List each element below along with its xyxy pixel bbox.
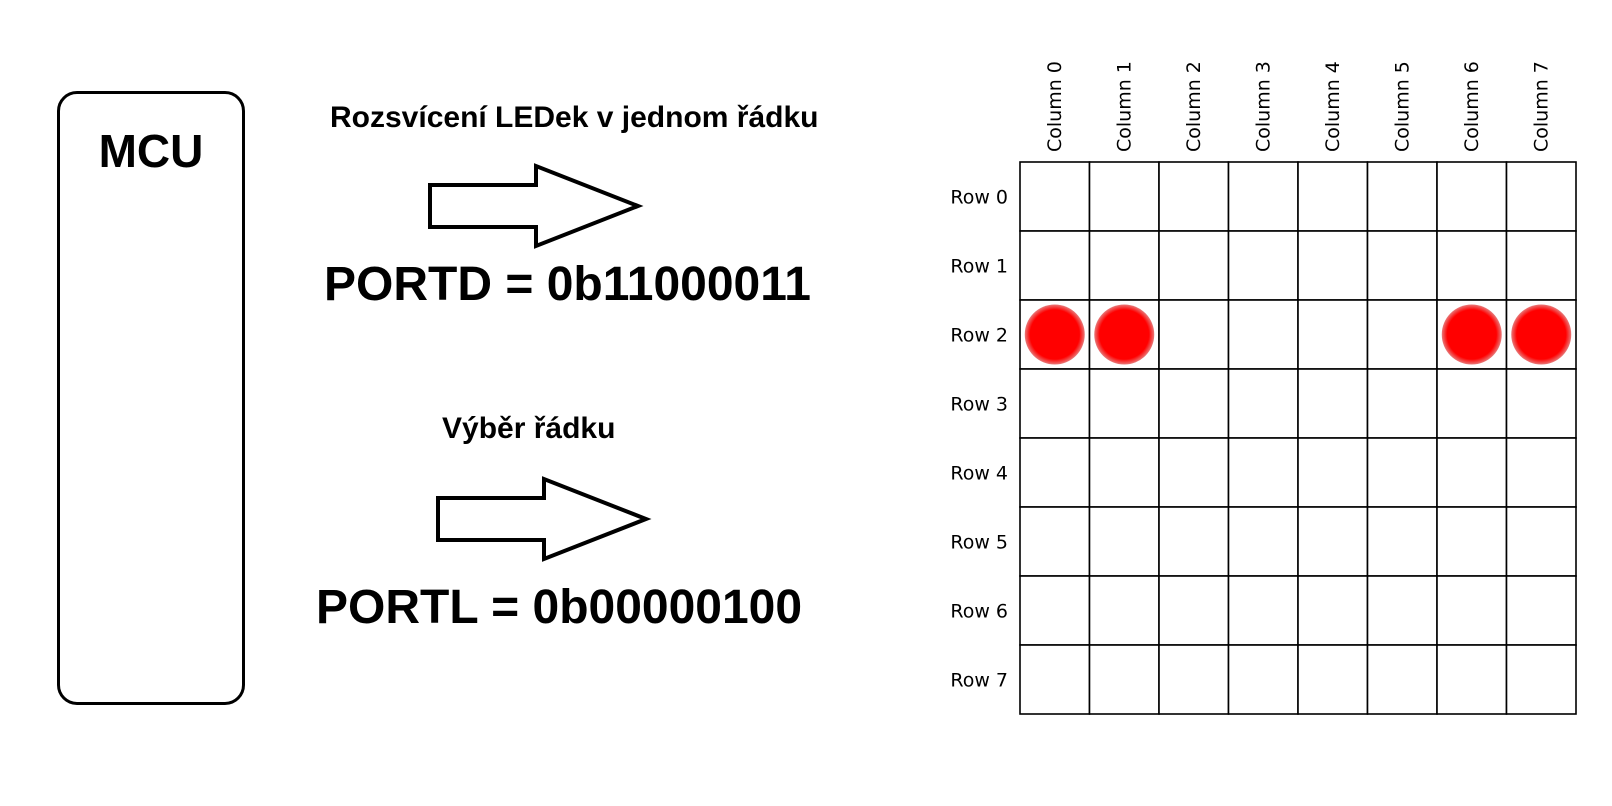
matrix-cell <box>1366 575 1438 646</box>
column-label: Column 5 <box>1391 61 1413 152</box>
portd-value: PORTD = 0b11000011 <box>324 258 811 311</box>
row-label: Row 5 <box>950 532 1008 554</box>
matrix-cell <box>1227 644 1299 715</box>
row-drive-arrow-icon <box>428 163 644 249</box>
matrix-cell <box>1366 506 1438 577</box>
matrix-cell <box>1505 368 1577 439</box>
matrix-cell <box>1436 161 1508 232</box>
matrix-cell <box>1297 506 1369 577</box>
matrix-cell <box>1505 575 1577 646</box>
matrix-cell <box>1366 161 1438 232</box>
matrix-cell <box>1019 230 1091 301</box>
matrix-cell <box>1088 575 1160 646</box>
matrix-cell <box>1019 575 1091 646</box>
matrix-cell <box>1158 437 1230 508</box>
matrix-cell <box>1436 230 1508 301</box>
matrix-cell <box>1227 230 1299 301</box>
column-label: Column 7 <box>1530 61 1552 152</box>
matrix-cell <box>1436 644 1508 715</box>
matrix-cell <box>1158 506 1230 577</box>
matrix-cell <box>1158 644 1230 715</box>
row-label: Row 3 <box>950 394 1008 416</box>
matrix-cell <box>1366 368 1438 439</box>
matrix-cell <box>1227 161 1299 232</box>
matrix-cell <box>1088 230 1160 301</box>
matrix-cell <box>1088 161 1160 232</box>
matrix-cell <box>1019 161 1091 232</box>
column-label: Column 6 <box>1461 61 1483 152</box>
matrix-cell <box>1158 368 1230 439</box>
matrix-cell <box>1505 437 1577 508</box>
matrix-cell <box>1158 575 1230 646</box>
matrix-cell <box>1297 437 1369 508</box>
matrix-cell <box>1436 506 1508 577</box>
matrix-cell <box>1019 437 1091 508</box>
led-matrix: Column 0 Column 1 Column 2 Column 3 Column 4… <box>950 61 1577 715</box>
matrix-cell <box>1158 299 1230 370</box>
matrix-cell <box>1019 368 1091 439</box>
row-label: Row 7 <box>950 670 1008 692</box>
matrix-cell <box>1227 368 1299 439</box>
matrix-cell <box>1019 644 1091 715</box>
matrix-cell <box>1436 368 1508 439</box>
column-label: Column 2 <box>1183 61 1205 152</box>
matrix-cell <box>1366 644 1438 715</box>
row-select-arrow-icon <box>436 476 652 562</box>
matrix-cell <box>1158 230 1230 301</box>
matrix-cell <box>1227 299 1299 370</box>
column-label: Column 1 <box>1113 61 1135 152</box>
mcu-label: MCU <box>98 125 204 177</box>
matrix-cell <box>1088 368 1160 439</box>
matrix-cell <box>1505 230 1577 301</box>
row-label: Row 4 <box>950 463 1008 485</box>
matrix-cell <box>1297 368 1369 439</box>
lit-led <box>1024 304 1085 365</box>
matrix-cell <box>1297 575 1369 646</box>
matrix-cell <box>1297 230 1369 301</box>
matrix-cell <box>1436 575 1508 646</box>
row-label: Row 1 <box>950 256 1008 278</box>
matrix-cell <box>1088 644 1160 715</box>
matrix-cell <box>1019 506 1091 577</box>
portl-value: PORTL = 0b00000100 <box>316 581 803 634</box>
lit-led <box>1441 304 1502 365</box>
matrix-cell <box>1227 506 1299 577</box>
row-label: Row 6 <box>950 601 1008 623</box>
row-select-heading: Výběr řádku <box>442 412 616 445</box>
matrix-cell <box>1227 575 1299 646</box>
row-label: Row 2 <box>950 325 1008 347</box>
matrix-cell <box>1366 230 1438 301</box>
lit-led <box>1511 304 1572 365</box>
matrix-cell <box>1297 644 1369 715</box>
column-label: Column 3 <box>1252 61 1274 152</box>
mcu-block: MCU <box>57 91 245 705</box>
row-drive-heading: Rozsvícení LEDek v jednom řádku <box>330 101 819 134</box>
matrix-cell <box>1227 437 1299 508</box>
matrix-cell <box>1436 437 1508 508</box>
matrix-cell <box>1297 161 1369 232</box>
row-label: Row 0 <box>950 187 1008 209</box>
column-label: Column 0 <box>1044 61 1066 152</box>
matrix-cell <box>1366 437 1438 508</box>
matrix-cell <box>1366 299 1438 370</box>
column-label: Column 4 <box>1322 61 1344 152</box>
matrix-cell <box>1505 644 1577 715</box>
matrix-cell <box>1505 506 1577 577</box>
matrix-cell <box>1088 437 1160 508</box>
matrix-cell <box>1088 506 1160 577</box>
matrix-cell <box>1505 161 1577 232</box>
matrix-cell <box>1297 299 1369 370</box>
matrix-cell <box>1158 161 1230 232</box>
lit-led <box>1094 304 1155 365</box>
